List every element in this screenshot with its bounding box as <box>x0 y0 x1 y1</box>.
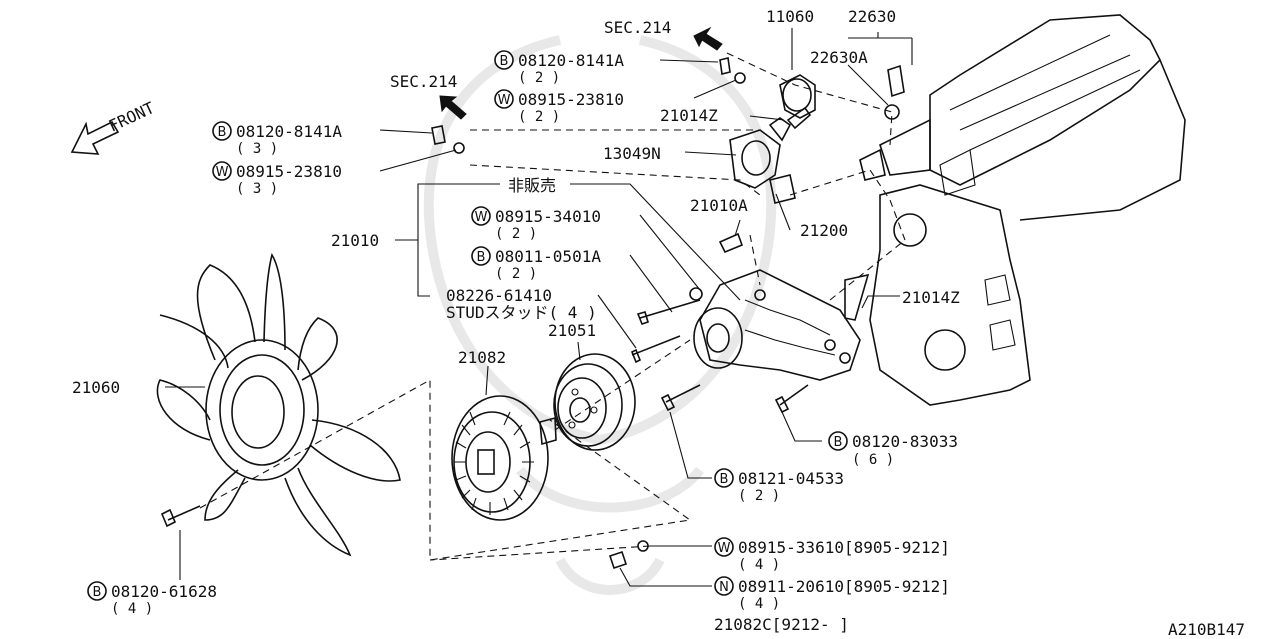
callout-prefix: W <box>475 210 488 225</box>
bolt-symbol-icon <box>828 431 848 451</box>
callout-part-number: 08915-23810 <box>236 162 342 181</box>
pulley <box>553 353 636 451</box>
front-label: FRONT <box>106 98 158 136</box>
cooling-fan <box>156 252 401 557</box>
part-21014Z-top: 21014Z <box>660 106 718 125</box>
part-11060: 11060 <box>766 7 814 26</box>
callout-prefix: B <box>218 125 227 140</box>
washer-symbol-icon <box>494 89 514 109</box>
callout-prefix: B <box>720 472 729 487</box>
diagram-code: A210B147 <box>1168 620 1245 639</box>
part-08226-61410: 08226-61410 <box>446 286 552 305</box>
part-21010: 21010 <box>331 231 379 250</box>
callout-part-number: 08121-04533 <box>738 469 844 488</box>
bolt-symbol-icon <box>494 50 514 70</box>
callouts: B 08120-8141A ( 2 ) W 08915-23810 ( 2 ) … <box>87 50 958 617</box>
callout-prefix: B <box>93 585 102 600</box>
callout-qty: ( 2 ) <box>518 70 560 86</box>
callout-part-number: 08915-23810 <box>518 90 624 109</box>
front-arrow-icon <box>70 120 120 155</box>
part-21082: 21082 <box>458 348 506 367</box>
callout-part-number: 08915-33610[8905-9212] <box>738 538 950 557</box>
callout-prefix: W <box>216 165 229 180</box>
part-21082C: 21082C[9212- ] <box>714 615 849 634</box>
washer-symbol-icon <box>212 161 232 181</box>
callout-qty: ( 3 ) <box>236 181 278 197</box>
water-pump <box>630 232 870 414</box>
callout-qty: ( 4 ) <box>738 596 780 612</box>
callout-prefix: W <box>718 541 731 556</box>
leader-lines <box>165 28 913 587</box>
bolt-symbol-icon <box>471 246 491 266</box>
callout-qty: ( 6 ) <box>852 452 894 468</box>
bolt-symbol-icon <box>212 121 232 141</box>
labels: SEC.214 SEC.214 FRONT 11060 22630 22630A… <box>72 7 1245 639</box>
washer-symbol-icon <box>471 206 491 226</box>
fan-clutch <box>451 395 557 521</box>
callout-qty: ( 3 ) <box>236 141 278 157</box>
callout-prefix: N <box>719 580 729 595</box>
callout-part-number: 08011-0501A <box>495 247 601 266</box>
section-arrows <box>439 26 723 120</box>
callout-qty: ( 2 ) <box>495 226 537 242</box>
callout-prefix: B <box>500 54 509 69</box>
bolt-symbol-icon <box>87 581 107 601</box>
callout-part-number: 08120-8141A <box>518 51 624 70</box>
not-for-sale-label: 非販売 <box>508 176 556 195</box>
section-ref-left[interactable]: SEC.214 <box>390 72 457 91</box>
callout-qty: ( 2 ) <box>518 109 560 125</box>
callout-part-number: 08915-34010 <box>495 207 601 226</box>
callout-qty: ( 4 ) <box>111 601 153 617</box>
washer-symbol-icon <box>714 537 734 557</box>
part-21014Z-right: 21014Z <box>902 288 960 307</box>
engine-block <box>859 14 1186 406</box>
callout-part-number: 08120-8141A <box>236 122 342 141</box>
part-21200: 21200 <box>800 221 848 240</box>
lower-hardware <box>160 505 649 570</box>
part-22630: 22630 <box>848 7 896 26</box>
callout-part-number: 08120-83033 <box>852 432 958 451</box>
watermark-emblem <box>423 35 777 595</box>
callout-part-number: 08911-20610[8905-9212] <box>738 577 950 596</box>
part-21010A: 21010A <box>690 196 748 215</box>
stud-label: STUDスタッド( 4 ) <box>446 303 597 322</box>
callout-part-number: 08120-61628 <box>111 582 217 601</box>
part-22630A: 22630A <box>810 48 868 67</box>
callout-qty: ( 2 ) <box>738 488 780 504</box>
callout-qty: ( 2 ) <box>495 266 537 282</box>
part-21060: 21060 <box>72 378 120 397</box>
nut-symbol-icon <box>714 576 734 596</box>
alignment-lines <box>199 52 906 561</box>
section-ref-upper[interactable]: SEC.214 <box>604 18 671 37</box>
bolt-symbol-icon <box>714 468 734 488</box>
callout-prefix: W <box>498 93 511 108</box>
part-13049N: 13049N <box>603 144 661 163</box>
callout-qty: ( 4 ) <box>738 557 780 573</box>
callout-prefix: B <box>477 250 486 265</box>
part-21051: 21051 <box>548 321 596 340</box>
callout-prefix: B <box>834 435 843 450</box>
